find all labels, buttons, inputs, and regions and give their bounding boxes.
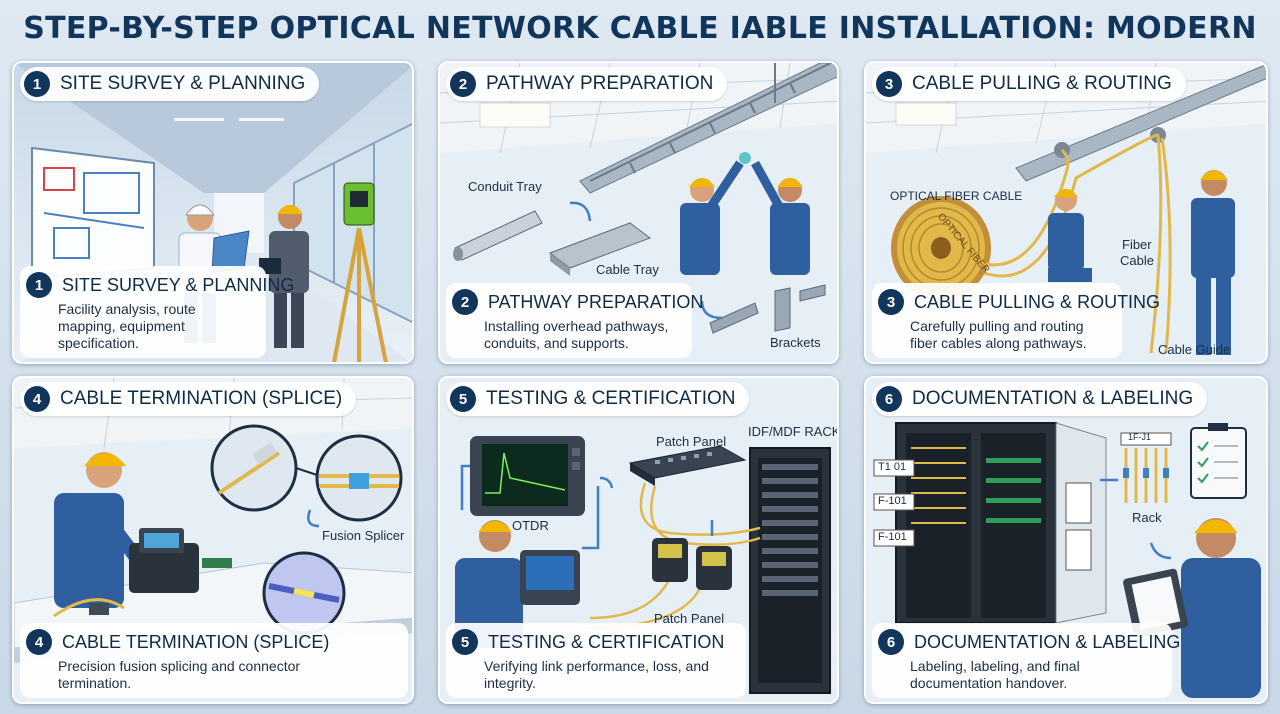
page-title: STEP-BY-STEP OPTICAL NETWORK CABLE IABLE…: [23, 11, 1257, 92]
step-6-caption: 6 DOCUMENTATION & LABELING Labeling, lab…: [872, 623, 1180, 698]
step-6-caption-number: 6: [878, 629, 904, 655]
step-4-number: 4: [24, 386, 50, 412]
cable-label-bundle: [1120, 432, 1172, 503]
step-3-caption-title: CABLE PULLING & ROUTING: [914, 291, 1161, 312]
fiber-core-zoom: [262, 551, 346, 635]
label-idf-mdf-rack: IDF/MDF RACK: [748, 424, 839, 439]
step-5-header-text: TESTING & CERTIFICATION: [486, 388, 736, 409]
step-1-caption-title: SITE SURVEY & PLANNING: [62, 274, 295, 295]
fusion-splicer-device: [129, 528, 232, 593]
support-brackets: [709, 284, 826, 334]
step-4-description: Precision fusion splicing and connector …: [58, 658, 301, 691]
step-5-caption-title: TESTING & CERTIFICATION: [488, 631, 725, 652]
label-1f-j1: 1F-J1: [1128, 432, 1152, 442]
cable-tray: [548, 222, 652, 276]
step-3-number: 3: [876, 71, 902, 97]
step-3-caption-number: 3: [878, 289, 904, 315]
label-brackets: Brackets: [770, 335, 821, 350]
documenting-technician: [1123, 518, 1261, 698]
step-4-caption-title: CABLE TERMINATION (SPLICE): [62, 631, 330, 652]
conduit-pipe: [453, 210, 543, 261]
step-1-caption-number: 1: [26, 272, 52, 298]
step-4-caption: 4 CABLE TERMINATION (SPLICE) Precision f…: [20, 623, 408, 698]
step-2-caption-title: PATHWAY PREPARATION: [488, 291, 704, 312]
panel-pathway-preparation: Conduit Tray Cable Tray Brackets 2 PATHW…: [438, 61, 839, 364]
step-2-header: 2 PATHWAY PREPARATION: [446, 67, 728, 101]
step-5-description: Verifying link performance, loss, and in…: [484, 658, 709, 691]
checklist-clipboard-icon: [1190, 423, 1247, 499]
fiber-cable-spool: [891, 196, 991, 300]
step-3-caption: 3 CABLE PULLING & ROUTING Carefully pull…: [872, 283, 1160, 358]
step-2-caption-number: 2: [452, 289, 478, 315]
step-5-caption: 5 TESTING & CERTIFICATION Verifying link…: [446, 623, 746, 698]
step-5-number: 5: [450, 386, 476, 412]
label-t1-01: T1 01: [878, 461, 907, 473]
panel-documentation: T1 01 F-101 F-101 Rack 1F-J1 6 DOCUMENTA…: [864, 376, 1268, 704]
label-patch-panel-top: Patch Panel: [656, 434, 727, 449]
label-cable-guide: Cable Guide: [1158, 342, 1231, 357]
step-6-header: 6 DOCUMENTATION & LABELING: [872, 382, 1208, 416]
server-rack-cabinet: [895, 422, 1107, 624]
step-6-number: 6: [876, 386, 902, 412]
step-2-caption: 2 PATHWAY PREPARATION Installing overhea…: [446, 283, 703, 358]
step-4-header-text: CABLE TERMINATION (SPLICE): [60, 388, 343, 409]
step-4-caption-number: 4: [26, 629, 52, 655]
label-f-101-b: F-101: [878, 531, 907, 543]
label-patch-panel-bottom: Patch Panel: [654, 611, 725, 626]
label-fiber: Fiber: [1122, 237, 1152, 252]
step-2-number: 2: [450, 71, 476, 97]
documentation-illustration: [866, 378, 1266, 702]
panel-testing-certification: Patch Panel IDF/MDF RACK OTDR Patch Pane…: [438, 376, 839, 704]
step-1-caption: 1 SITE SURVEY & PLANNING Facility analys…: [20, 266, 294, 358]
wall-floor-plan: [31, 146, 155, 280]
panel-cable-pulling: OPTICAL FIBER CABLE OPTICAL FIBER Fiber …: [864, 61, 1268, 364]
workers-installing-tray: [680, 152, 810, 275]
laser-level-tripod: [332, 182, 388, 362]
step-5-header: 5 TESTING & CERTIFICATION: [446, 382, 750, 416]
step-1-number: 1: [24, 71, 50, 97]
label-f-101-a: F-101: [878, 495, 907, 507]
step-1-header-text: SITE SURVEY & PLANNING: [60, 73, 306, 94]
step-5-caption-number: 5: [452, 629, 478, 655]
step-4-header: 4 CABLE TERMINATION (SPLICE): [20, 382, 357, 416]
step-1-description: Facility analysis, route mapping, equipm…: [58, 301, 196, 351]
idf-mdf-rack: [749, 447, 831, 694]
overhead-ladder-tray: [579, 63, 837, 194]
step-6-description: Labeling, labeling, and final documentat…: [910, 658, 1080, 691]
splice-joint-zoom: [315, 434, 403, 522]
kneeling-technician: [1048, 189, 1092, 282]
step-1-header: 1 SITE SURVEY & PLANNING: [20, 67, 320, 101]
label-cable-tray: Cable Tray: [596, 262, 659, 277]
connector-zoom: [210, 424, 298, 512]
step-6-caption-title: DOCUMENTATION & LABELING: [914, 631, 1181, 652]
label-rack: Rack: [1132, 510, 1162, 525]
panel-cable-termination: Fusion Splicer 4 CABLE TERMINATION (SPLI…: [12, 376, 414, 704]
label-conduit-tray: Conduit Tray: [468, 179, 542, 194]
standing-technician: [1191, 170, 1235, 355]
step-3-header-text: CABLE PULLING & ROUTING: [912, 73, 1172, 94]
label-cable: Cable: [1120, 253, 1154, 268]
step-2-header-text: PATHWAY PREPARATION: [486, 73, 714, 94]
step-3-header: 3 CABLE PULLING & ROUTING: [872, 67, 1186, 101]
otdr-device: [470, 436, 585, 516]
step-3-description: Carefully pulling and routing fiber cabl…: [910, 318, 1087, 351]
technician-with-tablet: [259, 205, 309, 348]
label-optical-fiber-cable: OPTICAL FIBER CABLE: [890, 189, 1023, 203]
step-6-header-text: DOCUMENTATION & LABELING: [912, 388, 1194, 409]
patch-panel: [628, 445, 747, 486]
label-fusion-splicer: Fusion Splicer: [322, 528, 405, 543]
label-otdr: OTDR: [512, 518, 549, 533]
step-2-description: Installing overhead pathways, conduits, …: [484, 318, 669, 351]
power-meters: [652, 538, 732, 590]
panel-site-survey: 1 SITE SURVEY & PLANNING 1 SITE SURVEY &…: [12, 61, 414, 364]
